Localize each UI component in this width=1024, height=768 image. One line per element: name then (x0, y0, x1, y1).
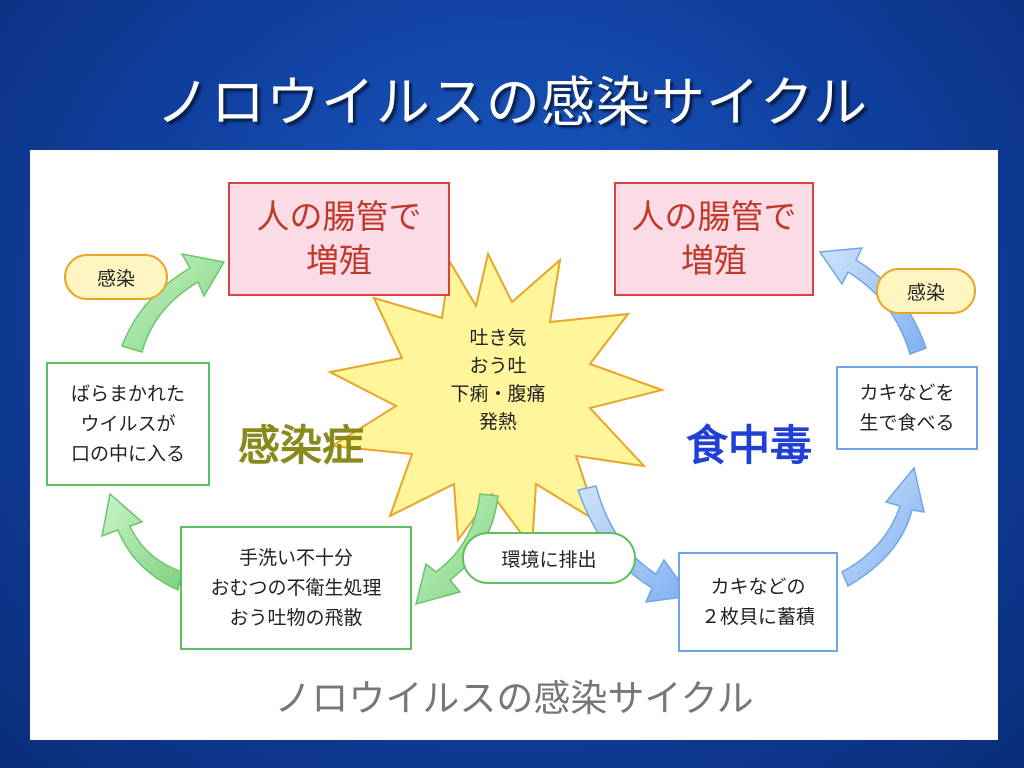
left-mid-box: ばらまかれた ウイルスが 口の中に入る (46, 362, 210, 486)
right-top-box: 人の腸管で 増殖 (614, 182, 814, 296)
right-mid-box: カキなどを 生で食べる (836, 366, 978, 450)
left-infection-pill: 感染 (64, 254, 168, 300)
symptoms-text: 吐き気 おう吐 下痢・腹痛 発熱 (450, 327, 546, 433)
arrow-green-left (101, 492, 183, 592)
symptom-starburst (326, 251, 666, 551)
slide-title: ノロウイルスの感染サイクル (155, 71, 869, 134)
arrow-blue-center (577, 485, 692, 603)
right-bottom-box: カキなどの ２枚貝に蓄積 (678, 552, 838, 652)
diagram-panel: 人の腸管で 増殖 人の腸管で 増殖 感染 感染 ばらまかれた ウイルスが 口の中… (30, 150, 998, 740)
infectious-disease-label: 感染症 (238, 421, 365, 470)
arrow-green-top (121, 252, 226, 353)
arrow-blue-right (841, 466, 925, 588)
food-poisoning-label: 食中毒 (686, 421, 813, 470)
arrow-green-center (414, 493, 499, 606)
left-bottom-box: 手洗い不十分 おむつの不衛生処理 おう吐物の飛散 (180, 526, 412, 650)
diagram-caption: ノロウイルスの感染サイクル (274, 677, 754, 720)
left-top-box: 人の腸管で 増殖 (228, 182, 450, 296)
center-excretion-pill: 環境に排出 (462, 532, 636, 584)
diagram-art (101, 247, 927, 606)
right-infection-pill: 感染 (876, 268, 976, 314)
arrow-blue-top (818, 247, 927, 355)
